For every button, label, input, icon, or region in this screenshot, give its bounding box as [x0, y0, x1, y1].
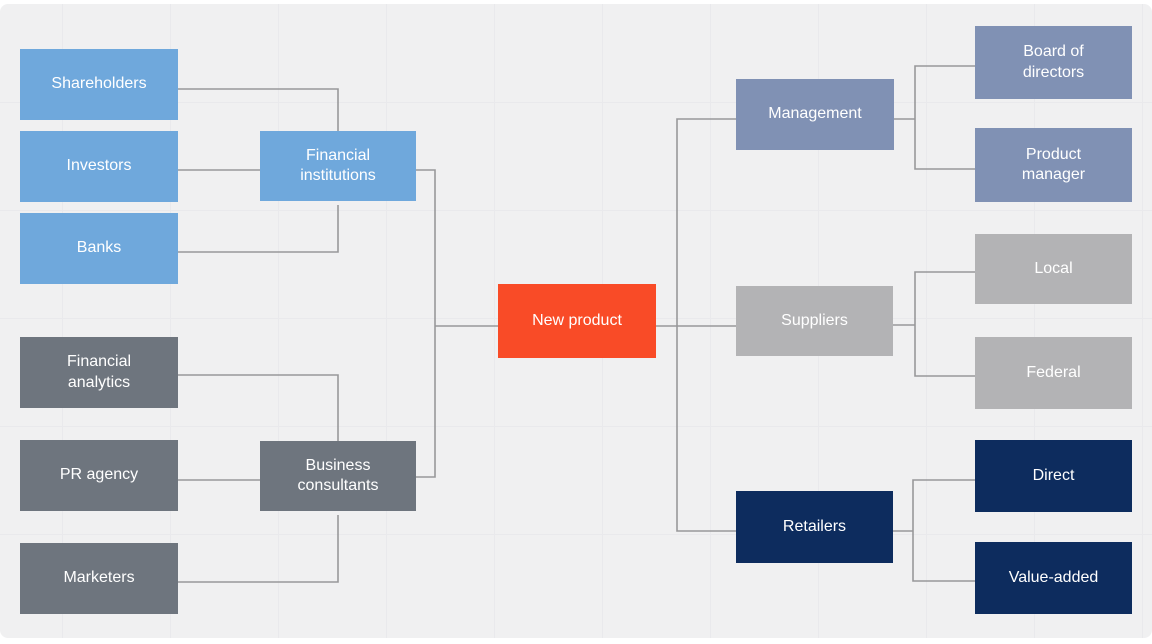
- node-label: Value-added: [1008, 568, 1099, 586]
- node-value-added[interactable]: Value-added: [975, 542, 1132, 614]
- node-label: Direct: [1032, 466, 1075, 484]
- node-label: Local: [1034, 259, 1073, 277]
- node-suppliers[interactable]: Suppliers: [736, 286, 893, 356]
- node-label: Federal: [1026, 363, 1081, 381]
- node-financial-analytics[interactable]: Financial analytics: [20, 337, 178, 408]
- node-label: Suppliers: [781, 311, 848, 329]
- node-label: New product: [532, 311, 622, 329]
- edge-marketers-to-business-consultants: [178, 515, 339, 583]
- node-label: PR agency: [59, 466, 139, 484]
- node-label: Shareholders: [51, 75, 147, 93]
- node-banks[interactable]: Banks: [20, 213, 178, 284]
- node-shareholders[interactable]: Shareholders: [20, 49, 178, 120]
- edge-management-children: [914, 65, 975, 170]
- node-product-manager[interactable]: Product manager: [975, 128, 1132, 202]
- node-new-product[interactable]: New product: [498, 284, 656, 358]
- edge-left-hubs-trunk: [416, 169, 436, 478]
- node-pr-agency[interactable]: PR agency: [20, 440, 178, 511]
- edge-right-trunk-management-retailers: [676, 118, 736, 532]
- edge-suppliers-children: [914, 271, 975, 377]
- node-management[interactable]: Management: [736, 79, 894, 150]
- node-direct[interactable]: Direct: [975, 440, 1132, 512]
- node-label: Board of directors: [1022, 43, 1085, 81]
- edge-financial-analytics-to-business-consultants: [178, 374, 339, 445]
- node-business-consultants[interactable]: Business consultants: [260, 441, 416, 511]
- node-label: Management: [768, 105, 862, 123]
- node-label: Product manager: [1021, 145, 1086, 183]
- edge-retailers-children: [912, 479, 975, 582]
- node-financial-institutions[interactable]: Financial institutions: [260, 131, 416, 201]
- node-label: Financial institutions: [300, 146, 376, 184]
- edge-banks-to-financial-institutions: [178, 205, 339, 253]
- node-investors[interactable]: Investors: [20, 131, 178, 202]
- node-local[interactable]: Local: [975, 234, 1132, 304]
- node-label: Investors: [66, 157, 132, 175]
- node-label: Financial analytics: [66, 353, 132, 391]
- node-label: Business consultants: [297, 456, 379, 494]
- node-label: Retailers: [782, 517, 847, 535]
- node-retailers[interactable]: Retailers: [736, 491, 893, 563]
- node-board-of-directors[interactable]: Board of directors: [975, 26, 1132, 99]
- node-label: Banks: [76, 239, 122, 257]
- node-label: Marketers: [63, 569, 135, 587]
- edge-shareholders-to-financial-institutions: [178, 88, 339, 135]
- node-marketers[interactable]: Marketers: [20, 543, 178, 614]
- node-federal[interactable]: Federal: [975, 337, 1132, 409]
